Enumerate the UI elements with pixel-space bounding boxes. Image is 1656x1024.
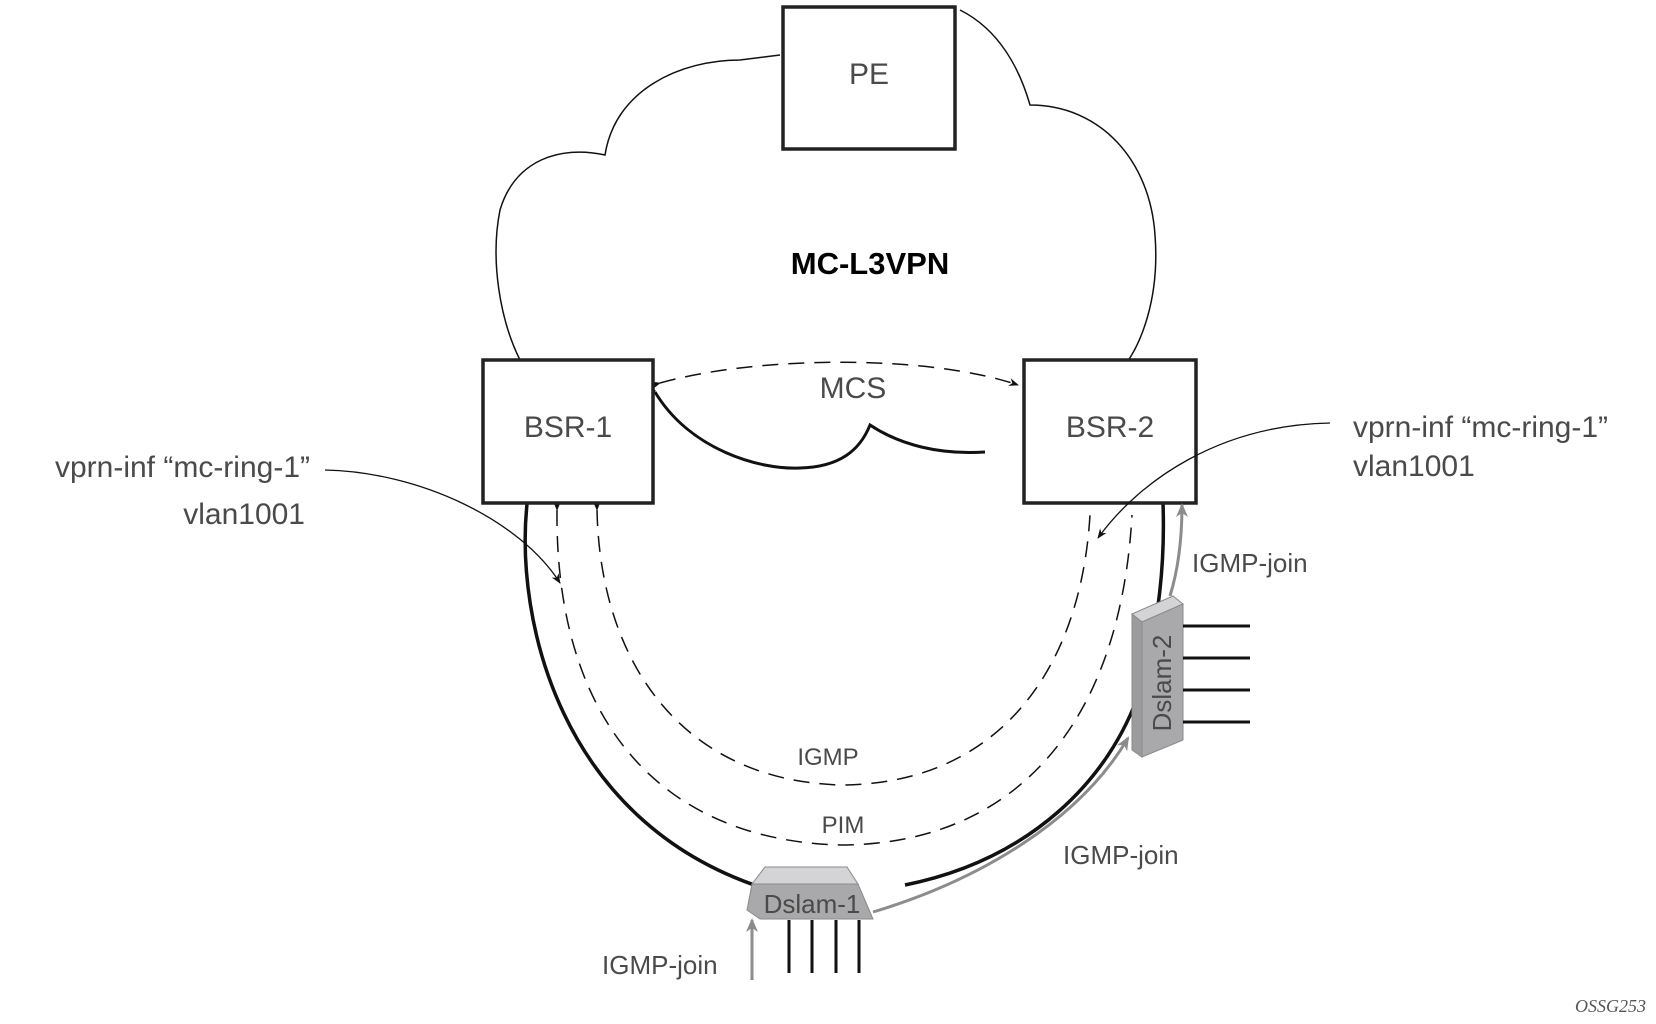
pim-label: PIM [822,812,865,839]
right-callout-line2: vlan1001 [1353,450,1475,483]
igmp-join-label-top: IGMP-join [1192,548,1308,578]
dslam-1-label: Dslam-1 [764,889,861,919]
bsr-2-label: BSR-2 [1066,411,1154,444]
dslam-2-label: Dslam-2 [1147,635,1177,732]
right-callout-arrow [1097,422,1331,539]
igmp-join-arrow-top [1168,503,1188,597]
igmp-join-label-bottom: IGMP-join [602,950,718,980]
dslam-1-node[interactable]: Dslam-1 [746,866,874,920]
mcs-label: MCS [820,372,887,405]
pe-node[interactable]: PE [781,5,957,151]
bsr-1-node[interactable]: BSR-1 [481,358,655,505]
left-callout-arrow [324,469,561,584]
pim-link [553,500,1133,846]
dslam-2-ports [1183,624,1250,724]
igmp-link [592,500,1091,786]
igmp-label: IGMP [797,744,858,771]
dslam-1-ports [787,920,861,973]
left-callout-line2: vlan1001 [183,498,305,531]
igmp-join-arrow-middle [872,736,1130,914]
right-callout-line1: vprn-inf “mc-ring-1” [1353,411,1608,444]
bsr-2-node[interactable]: BSR-2 [1022,358,1198,505]
pe-label: PE [849,58,889,91]
figure-id: OSSG253 [1575,996,1646,1016]
left-callout-line1: vprn-inf “mc-ring-1” [55,451,310,484]
igmp-join-label-middle: IGMP-join [1063,840,1179,870]
cloud-label: MC-L3VPN [791,246,949,281]
bsr-1-label: BSR-1 [524,411,612,444]
ring-left-arc [523,503,761,889]
dslam-2-node[interactable]: Dslam-2 [1131,595,1184,758]
mcs-link [650,361,1019,390]
